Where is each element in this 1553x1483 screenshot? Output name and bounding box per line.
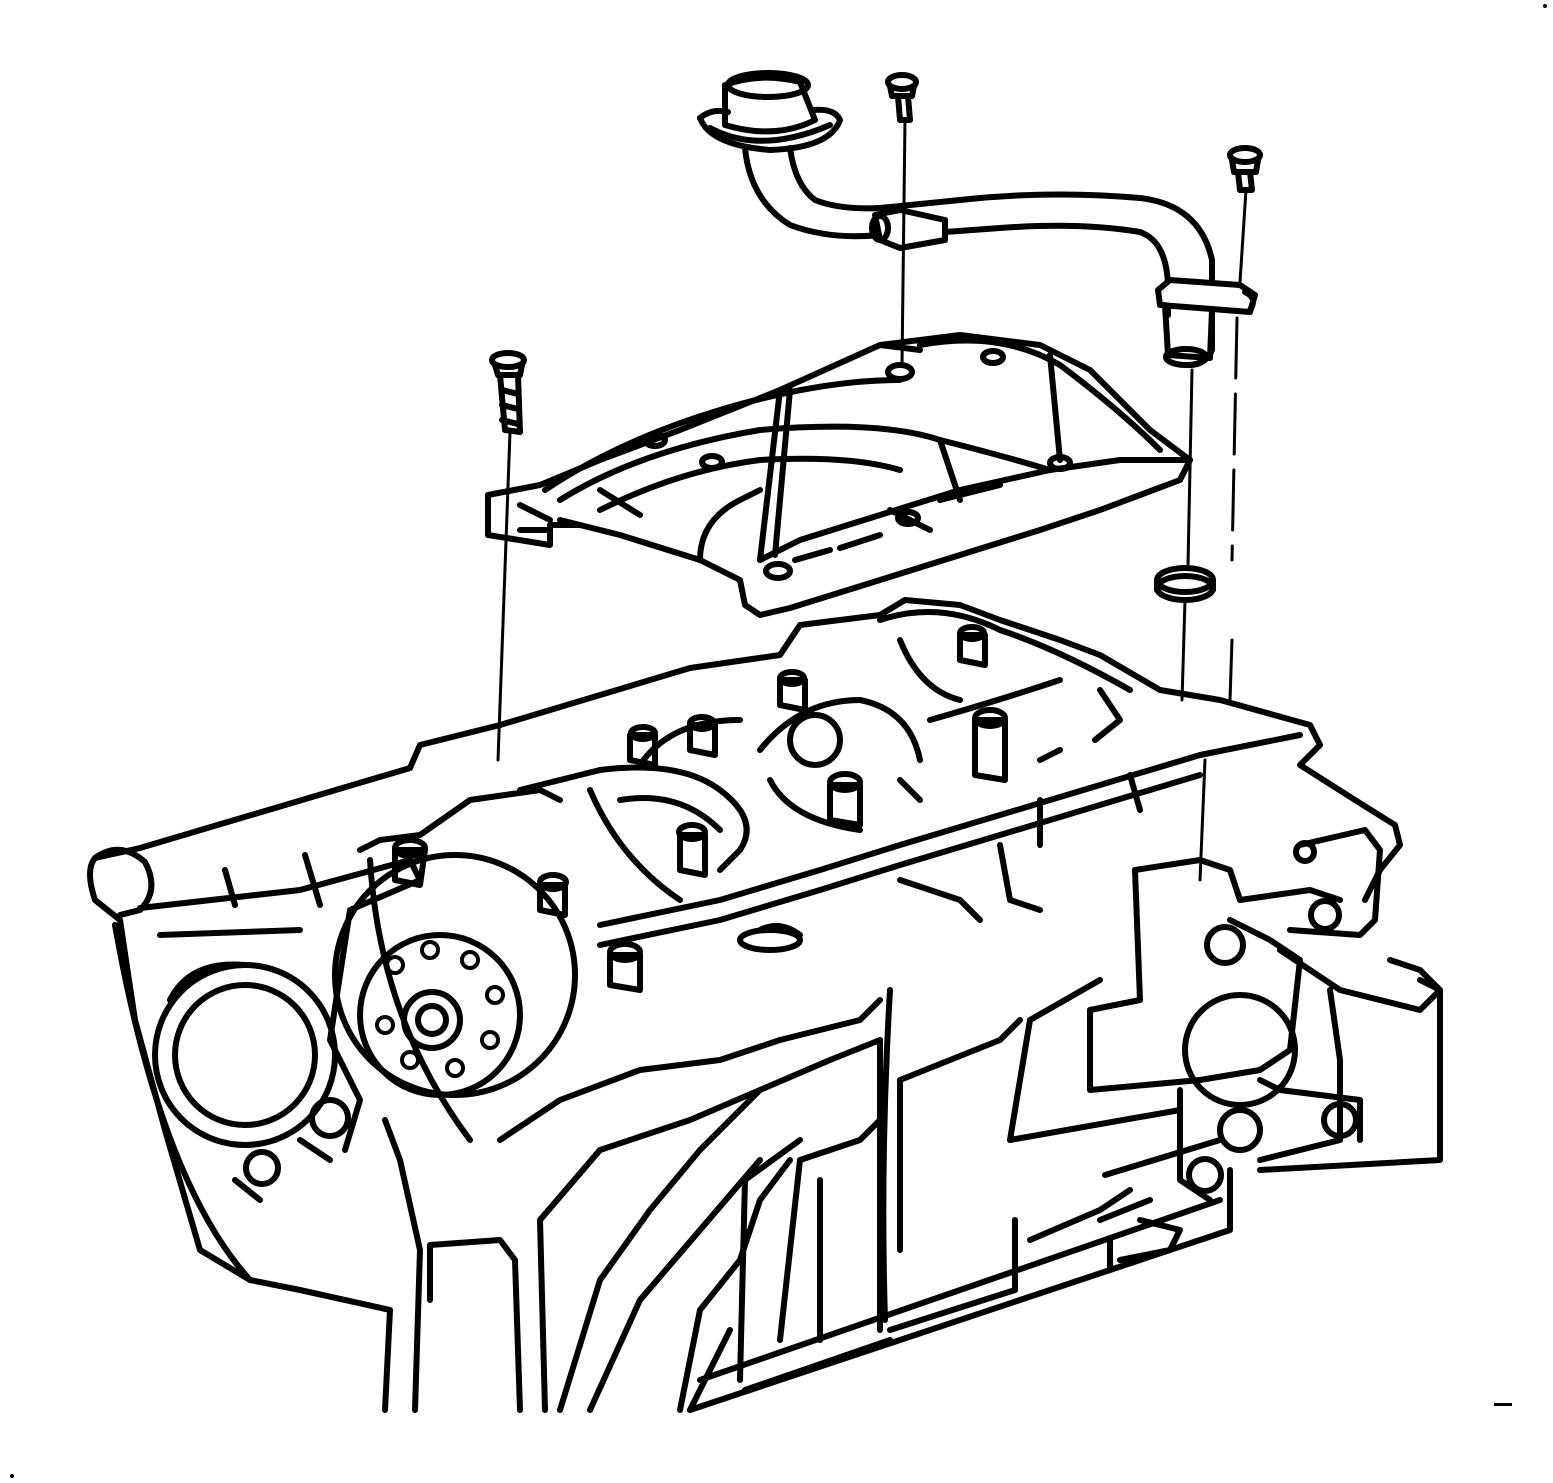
oil-pump-pickup-screen <box>697 70 843 153</box>
pickup-tube-flange-bolt <box>1227 145 1263 193</box>
crankshaft-oil-deflector <box>485 332 1193 618</box>
crankshaft <box>587 609 1133 903</box>
main-bearing-cap-bolts <box>392 624 1008 993</box>
pickup-tube-o-ring <box>1154 565 1216 603</box>
scan-specks <box>10 4 1547 1478</box>
alignment-lines <box>496 118 1248 882</box>
oil-deflector-bolt <box>489 350 527 435</box>
oil-pump-pickup-tube <box>697 70 1258 368</box>
pickup-tube-support-bolt <box>885 72 919 123</box>
engine-block <box>87 597 1443 1413</box>
